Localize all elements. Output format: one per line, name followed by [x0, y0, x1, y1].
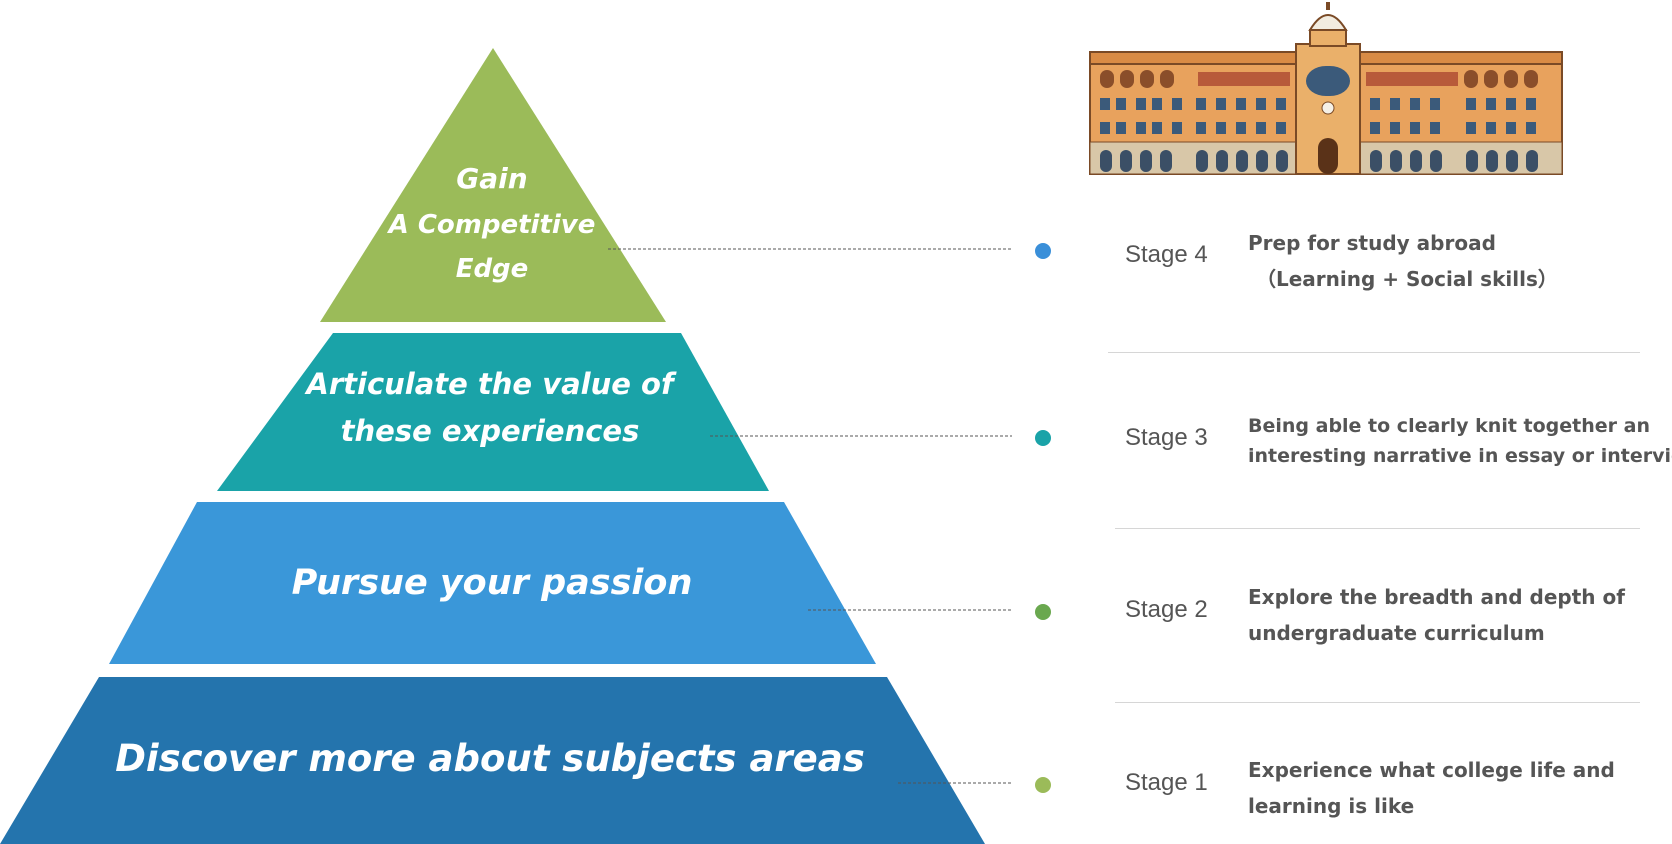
university-building-illustration	[1089, 2, 1563, 175]
tier-3-line-1: Articulate the value of	[304, 367, 677, 401]
stage-2-dot	[1035, 604, 1051, 620]
tier-4-line-1: Gain	[456, 162, 527, 195]
stage-4-dot	[1035, 243, 1051, 259]
stage-2-description: Explore the breadth and depth of undergr…	[1248, 579, 1625, 651]
stage-4-desc-line-1: Prep for study abroad	[1248, 231, 1496, 255]
pyramid-tier-1	[0, 677, 985, 844]
stage-3-desc-line-2: interesting narrative in essay or interv…	[1248, 445, 1672, 467]
tier-4-line-3: Edge	[456, 254, 529, 284]
stage-2-label: Stage 2	[1125, 596, 1208, 623]
pyramid-tier-2	[109, 502, 876, 664]
tier-2-line-1: Pursue your passion	[292, 563, 693, 603]
tier-4-line-2: A Competitive	[387, 210, 596, 240]
stage-3-dot	[1035, 430, 1051, 446]
divider-1	[1108, 352, 1640, 353]
stage-3-label: Stage 3	[1125, 424, 1208, 451]
stage-1-dot	[1035, 777, 1051, 793]
stage-1-desc-line-2: learning is like	[1248, 794, 1415, 818]
stage-2-desc-line-1: Explore the breadth and depth of	[1248, 585, 1625, 609]
stage-1-description: Experience what college life and learnin…	[1248, 752, 1615, 824]
divider-2	[1115, 528, 1640, 529]
stage-3-description: Being able to clearly knit together an i…	[1248, 411, 1672, 471]
divider-3	[1115, 702, 1640, 703]
stage-4-label: Stage 4	[1125, 241, 1208, 268]
stage-4-description: Prep for study abroad （Learning + Social…	[1248, 225, 1558, 297]
stage-4-desc-line-2: （Learning + Social skills）	[1256, 267, 1558, 291]
stage-1-desc-line-1: Experience what college life and	[1248, 758, 1615, 782]
stage-2-desc-line-2: undergraduate curriculum	[1248, 621, 1545, 645]
stage-3-desc-line-1: Being able to clearly knit together an	[1248, 415, 1650, 437]
pyramid-tier-3	[217, 333, 769, 491]
stage-1-label: Stage 1	[1125, 769, 1208, 796]
tier-3-line-2: these experiences	[341, 414, 640, 448]
pyramid-tier-4	[320, 48, 666, 322]
tier-1-line-1: Discover more about subjects areas	[115, 737, 865, 780]
